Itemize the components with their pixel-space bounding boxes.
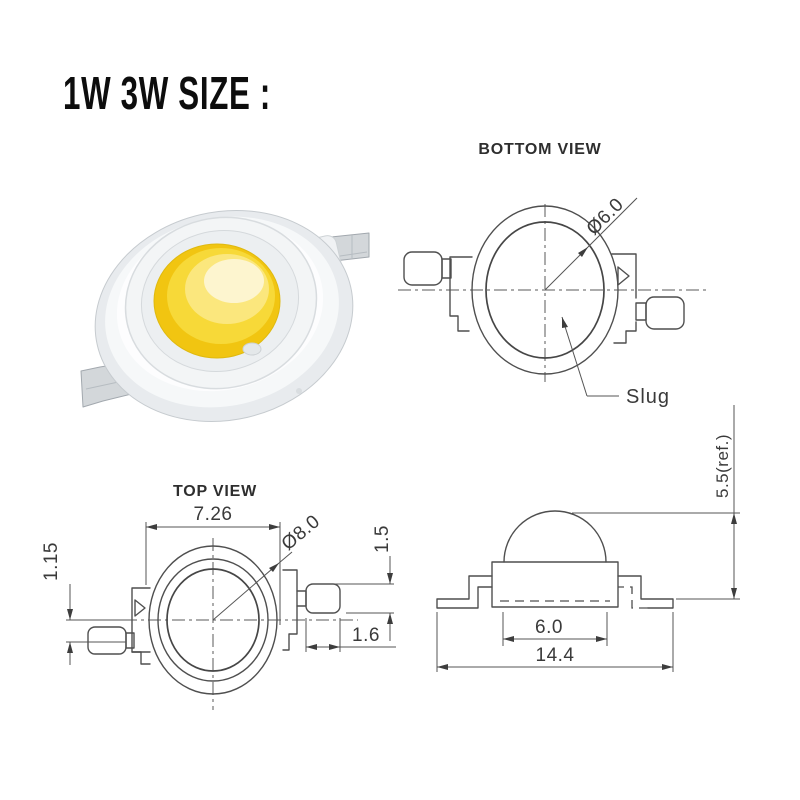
slug-width-dim-label: 6.0 <box>535 617 563 638</box>
led-photo <box>80 210 370 422</box>
top-view-centerlines <box>100 538 358 710</box>
lead-width-dimension: 1.6 <box>305 618 396 652</box>
slug-diameter-dim-label: Ø6.0 <box>583 194 628 239</box>
outer-diameter-dim-label: Ø8.0 <box>278 511 325 555</box>
lead-width-dim-label: 1.6 <box>352 625 380 646</box>
slug-width-dimension: 6.0 <box>502 612 608 646</box>
bottom-view-centerlines <box>398 204 708 382</box>
led-phosphor <box>153 243 281 359</box>
slug-label: Slug <box>626 386 670 408</box>
lead-offset-dim-label: 1.15 <box>41 542 62 581</box>
overall-height-dimension: 5.5(ref.) <box>572 405 740 600</box>
side-view-outline <box>436 510 674 609</box>
overall-width-dimension: 14.4 <box>436 612 674 672</box>
page-title: 1W 3W SIZE : <box>63 67 272 119</box>
bottom-view-title: BOTTOM VIEW <box>478 141 601 158</box>
lead-thickness-dim-label: 1.5 <box>372 525 393 553</box>
top-view: TOP VIEW <box>41 483 396 710</box>
body-width-dim-label: 7.26 <box>194 504 233 525</box>
overall-height-dim-label: 5.5(ref.) <box>713 434 732 498</box>
lead-offset-dimension: 1.15 <box>41 542 130 665</box>
led-body-dot <box>296 388 302 394</box>
side-view: 6.0 14.4 5.5(ref.) <box>436 405 740 672</box>
bottom-view: BOTTOM VIEW <box>398 141 708 408</box>
slug-diameter-dimension: Ø6.0 <box>544 194 638 291</box>
body-width-dimension: 7.26 <box>145 504 281 625</box>
top-view-outline <box>87 545 341 695</box>
bottom-view-outline <box>403 205 685 375</box>
lead-thickness-dimension: 1.5 <box>312 525 394 641</box>
slug-leader: Slug <box>561 316 670 408</box>
overall-width-dim-label: 14.4 <box>536 645 575 666</box>
led-dimple <box>242 342 262 356</box>
top-view-title: TOP VIEW <box>173 483 257 500</box>
